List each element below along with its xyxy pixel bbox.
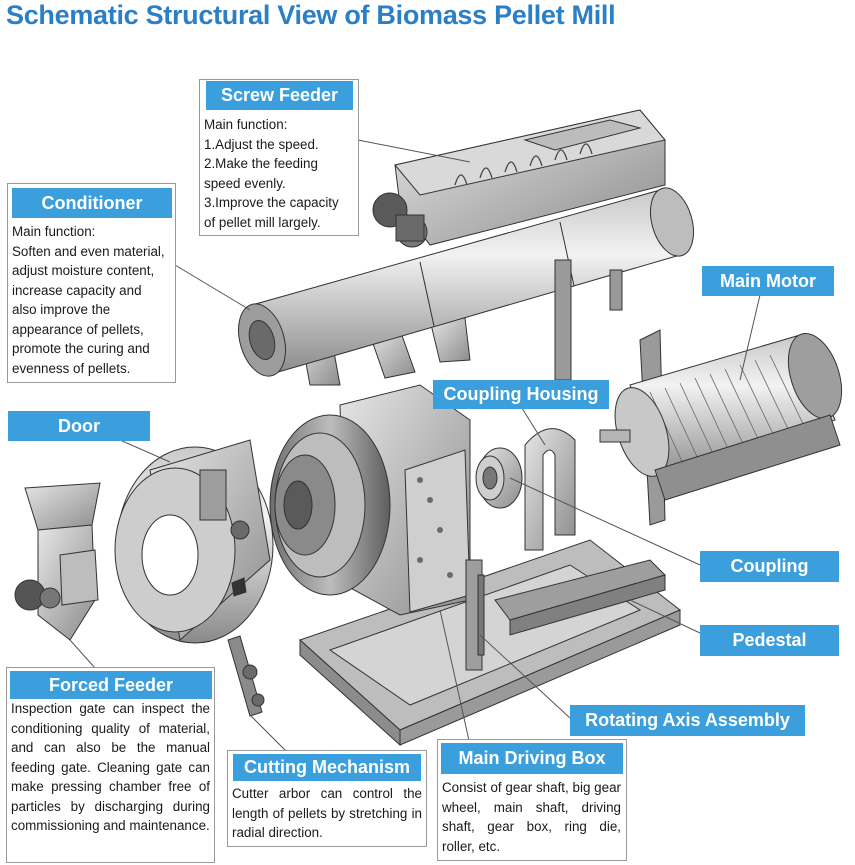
conditioner-line-1: Main function: xyxy=(12,224,96,239)
main-driving-box-tag: Main Driving Box xyxy=(441,743,623,774)
forced-feeder-text: Inspection gate can inspect the conditio… xyxy=(11,701,210,833)
conditioner-line-8: evenness of pellets. xyxy=(12,360,131,376)
page-title: Schematic Structural View of Biomass Pel… xyxy=(6,0,616,30)
screw-feeder-line-3: 2.Make the feeding xyxy=(204,156,318,171)
screw-feeder-line-2: 1.Adjust the speed. xyxy=(204,136,319,152)
cutting-mechanism-label: Cutting Mechanism xyxy=(243,757,410,777)
main-driving-box-text: Consist of gear shaft, big gear wheel, m… xyxy=(442,780,621,854)
forced-feeder-part xyxy=(14,482,101,641)
conditioner-line-7: promote the curing and xyxy=(12,341,150,356)
conditioner-part xyxy=(238,187,695,386)
conditioner-line-2: Soften and even material, xyxy=(12,243,165,259)
ring-die-part xyxy=(269,414,391,596)
screw-feeder-part xyxy=(372,109,666,248)
conditioner-line-6: appearance of pellets, xyxy=(12,321,144,337)
rotating-axis-part xyxy=(465,559,485,671)
screw-feeder-text-box: Main function: 1.Adjust the speed. 2.Mak… xyxy=(199,112,359,236)
screw-feeder-line-5: 3.Improve the capacity xyxy=(204,195,339,210)
coupling-label: Coupling xyxy=(730,556,809,576)
main-motor-tag: Main Motor xyxy=(702,266,834,296)
screw-feeder-label: Screw Feeder xyxy=(220,85,339,105)
conditioner-tag-top: Conditioner xyxy=(12,188,172,218)
coupling-tag: Coupling xyxy=(700,551,839,582)
main-motor-label: Main Motor xyxy=(720,270,816,291)
rotating-axis-label: Rotating Axis Assembly xyxy=(585,710,790,730)
coupling-housing-tag: Coupling Housing xyxy=(433,380,609,409)
pedestal-tag: Pedestal xyxy=(700,625,839,656)
cutting-mechanism-tag: Cutting Mechanism xyxy=(233,754,421,781)
screw-feeder-line-1: Main function: xyxy=(204,117,288,132)
door-part xyxy=(114,439,274,644)
pedestal-label: Pedestal xyxy=(732,630,807,650)
pedestal-part xyxy=(299,539,681,747)
forced-feeder-label: Forced Feeder xyxy=(48,674,174,695)
conditioner-line-5: also improve the xyxy=(12,302,111,317)
coupling-part xyxy=(475,447,523,509)
door-tag: Door xyxy=(8,411,150,441)
forced-feeder-text-box: Inspection gate can inspect the conditio… xyxy=(6,667,215,863)
main-motor-part xyxy=(599,329,843,526)
cutting-mechanism-part xyxy=(227,635,265,717)
rotating-axis-tag: Rotating Axis Assembly xyxy=(570,705,805,736)
conditioner-line-3: adjust moisture content, xyxy=(12,263,155,278)
main-driving-box-label: Main Driving Box xyxy=(458,748,606,768)
door-label: Door xyxy=(58,415,100,436)
screw-feeder-tag: Screw Feeder xyxy=(206,81,353,110)
cutting-mechanism-text: Cutter arbor can control the length of p… xyxy=(232,786,422,840)
coupling-housing-label: Coupling Housing xyxy=(443,384,599,404)
screw-feeder-line-6: of pellet mill largely. xyxy=(204,214,321,230)
conditioner-line-4: increase capacity and xyxy=(12,282,142,298)
conditioner-tag-label: Conditioner xyxy=(41,192,143,213)
coupling-housing-part xyxy=(524,428,576,551)
forced-feeder-tag: Forced Feeder xyxy=(10,671,212,699)
screw-feeder-line-4: speed evenly. xyxy=(204,175,286,191)
